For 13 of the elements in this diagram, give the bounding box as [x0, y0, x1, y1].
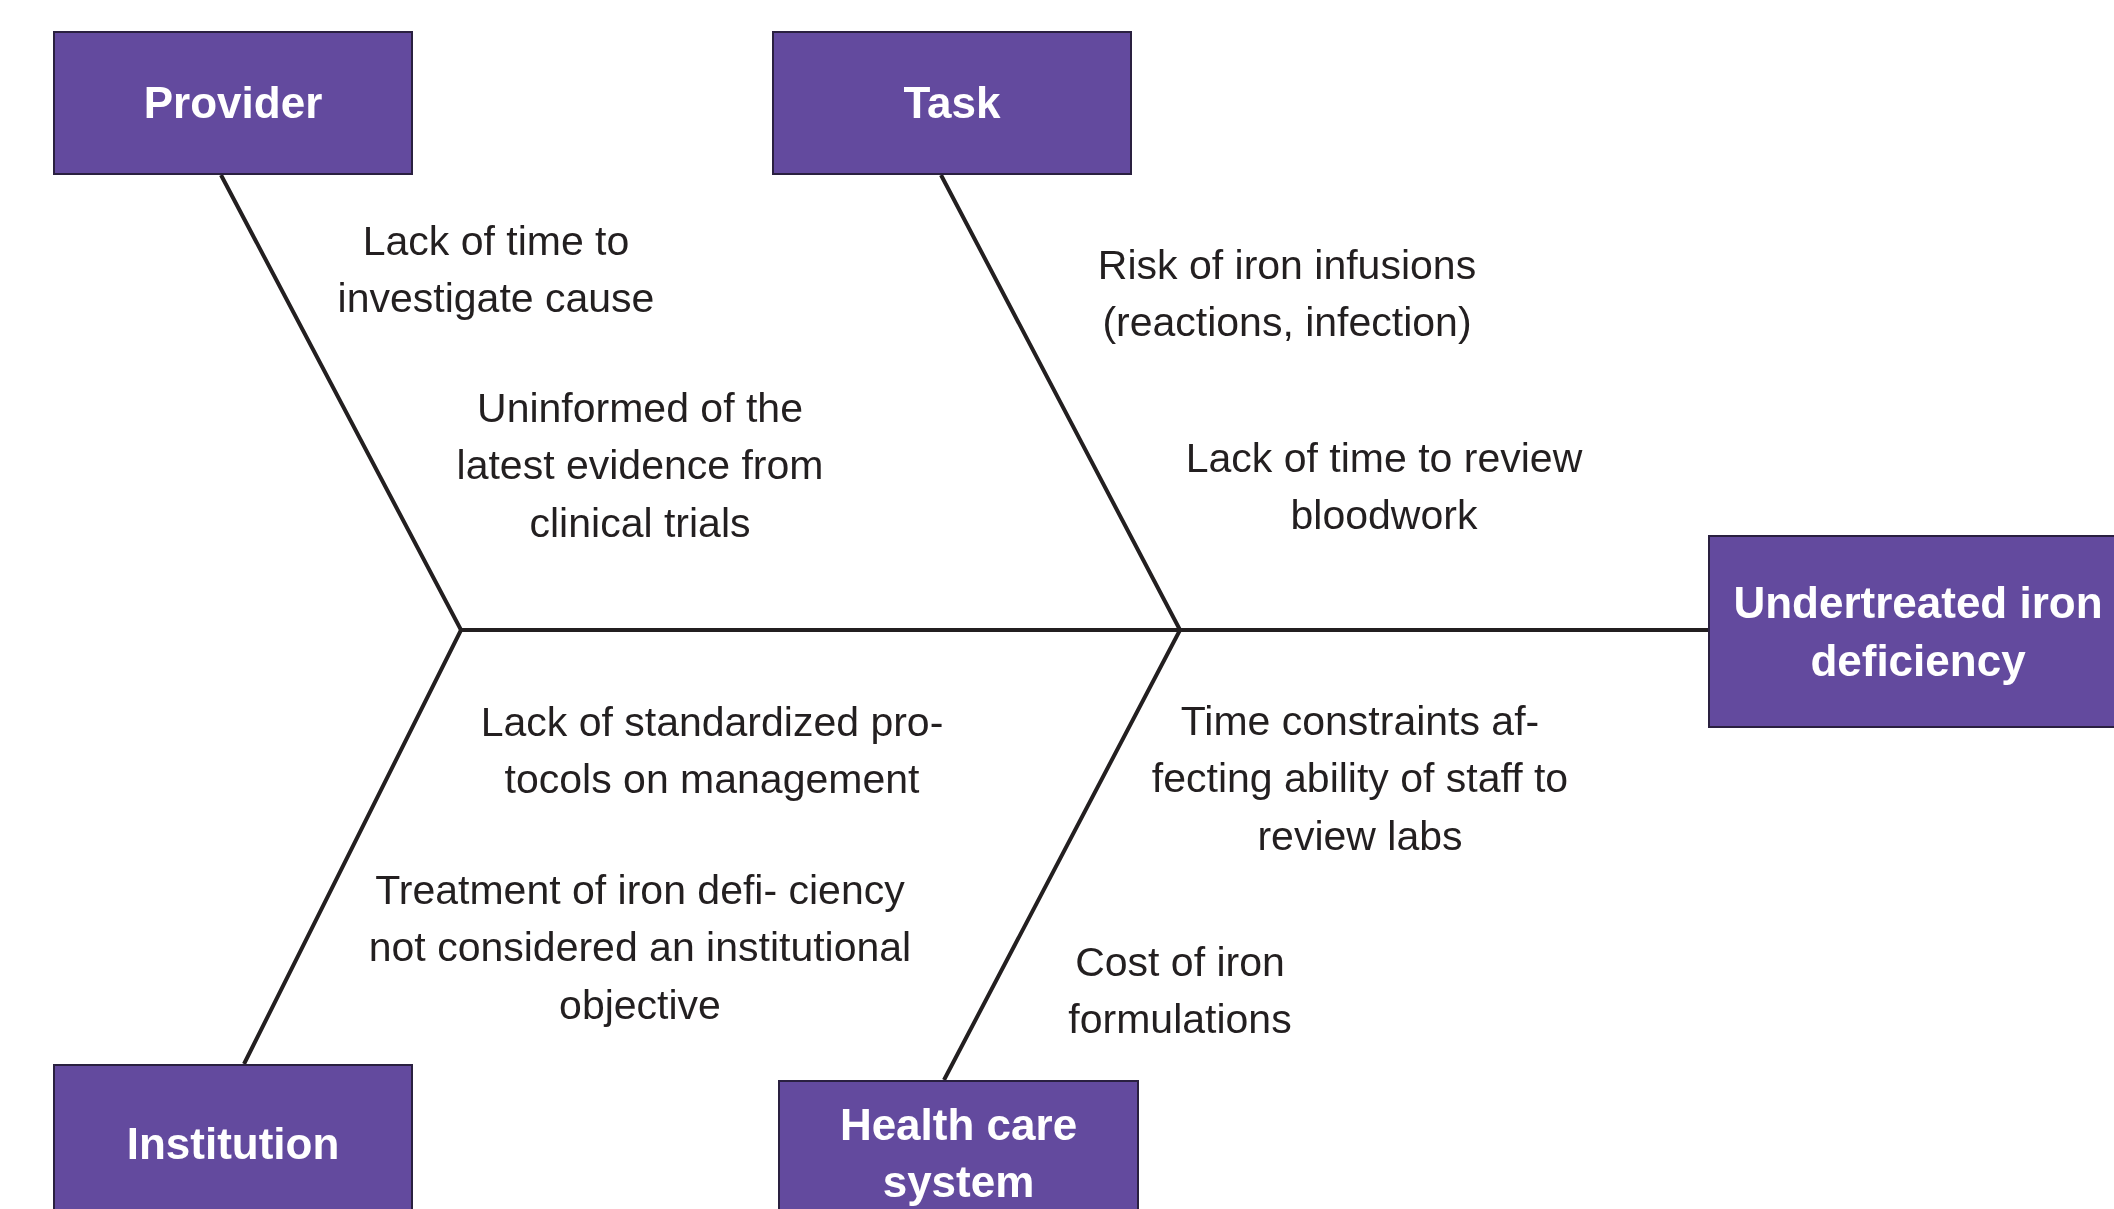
- cause-text: Time constraints af- fecting ability of staff to review labs: [1150, 696, 1570, 861]
- category-box: Health care system: [778, 1080, 1139, 1209]
- cause-text: Lack of time to investigate cause: [336, 216, 656, 323]
- cause-text: Lack of standardized pro- tocols on management: [479, 697, 945, 804]
- cause-text: Treatment of iron defi- ciency not considered an institutional objective: [367, 865, 913, 1030]
- category-box: Provider: [53, 31, 413, 175]
- cause-text: Uninformed of the latest evidence from clinical trials: [455, 383, 825, 548]
- cause-text: Cost of iron formulations: [1067, 937, 1293, 1044]
- cause-text: Risk of iron infusions (reactions, infection): [1096, 240, 1478, 347]
- effect-box: Undertreated iron deficiency: [1708, 535, 2114, 728]
- category-box: Task: [772, 31, 1132, 175]
- category-box: Institution: [53, 1064, 413, 1209]
- cause-text: Lack of time to review bloodwork: [1184, 433, 1584, 540]
